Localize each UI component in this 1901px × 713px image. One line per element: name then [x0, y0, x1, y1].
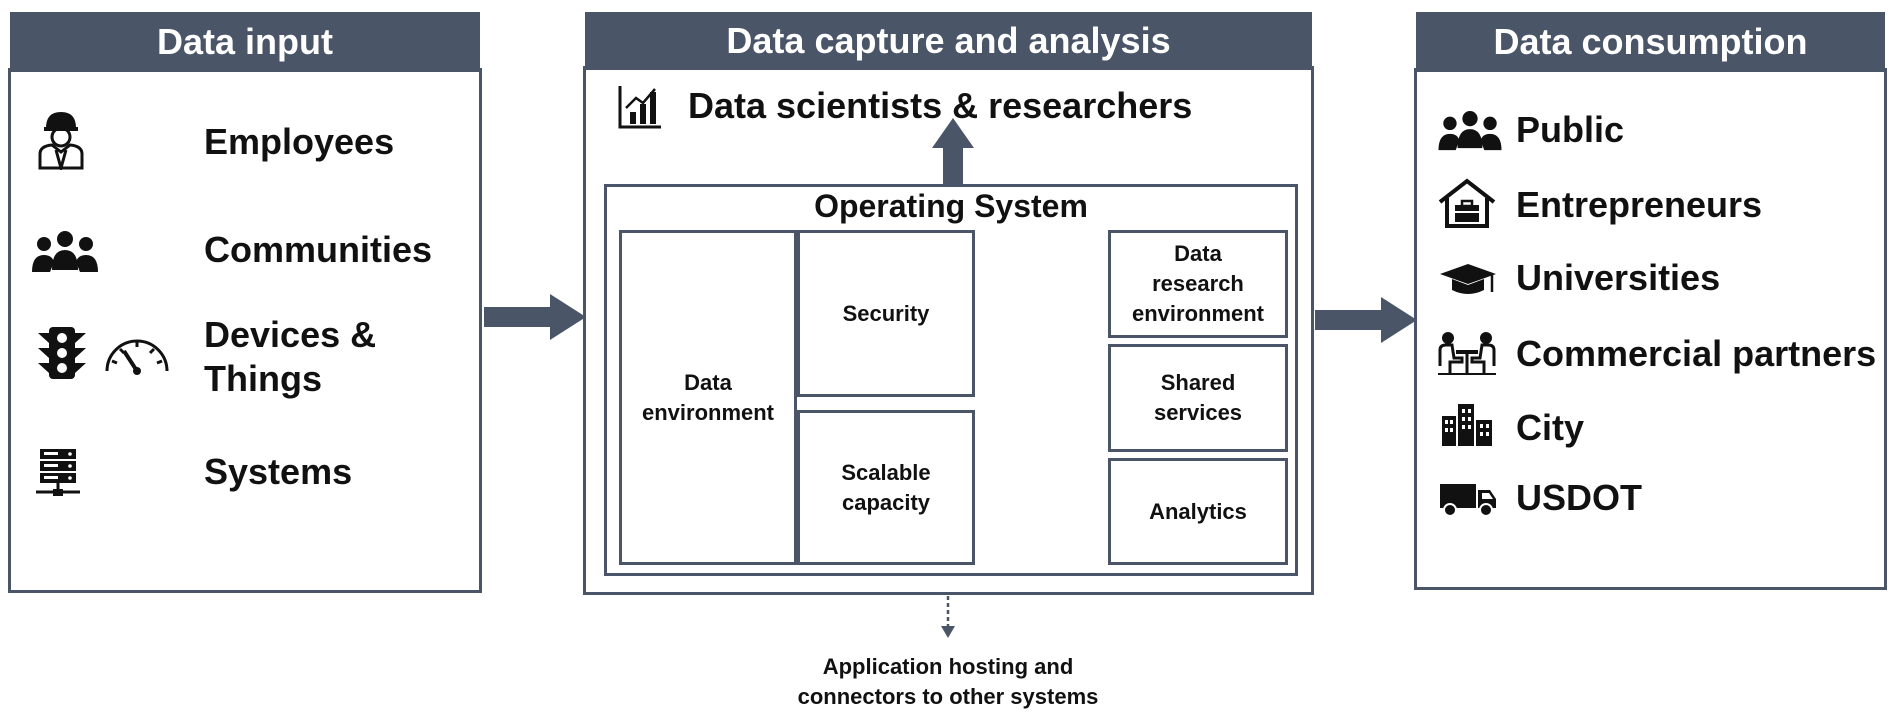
input-to-capture-arrow — [484, 294, 586, 340]
truck-icon — [1438, 480, 1498, 523]
security-box: Security — [797, 230, 975, 397]
input-item-label: Systems — [204, 451, 353, 492]
input-item-communities: Communities — [32, 229, 432, 279]
meeting-icon — [1436, 330, 1498, 381]
consumption-item-commercial-partners: Commercial partners — [1436, 330, 1876, 381]
input-item-devices: Devices & Things — [36, 314, 376, 399]
group-icon — [1438, 110, 1502, 157]
bar-chart-icon — [617, 84, 663, 135]
scalable-capacity-box: Scalable capacity — [797, 410, 975, 565]
consumption-item-entrepreneurs: Entrepreneurs — [1438, 178, 1762, 233]
shared-services-box: Shared services — [1108, 344, 1288, 452]
graduation-cap-icon — [1438, 262, 1498, 303]
data-environment-box: Data environment — [619, 230, 797, 565]
speedometer-icon — [102, 331, 172, 380]
input-item-employees: Employees — [36, 108, 394, 175]
data-capture-header: Data capture and analysis — [585, 12, 1312, 70]
capture-to-consumption-arrow — [1315, 297, 1417, 343]
scientists-label: Data scientists & researchers — [688, 85, 1193, 126]
traffic-light-icon — [36, 325, 88, 386]
buildings-icon — [1440, 402, 1494, 451]
operating-system-title: Operating System — [814, 188, 1088, 224]
input-item-label: Employees — [204, 121, 395, 162]
consumption-item-public: Public — [1438, 109, 1624, 157]
consumption-item-usdot: USDOT — [1438, 477, 1642, 523]
group-icon — [32, 230, 98, 279]
devices-label: Devices & Things — [204, 314, 377, 399]
construction-worker-icon — [36, 108, 86, 175]
application-hosting-label: Application hosting and connectors to ot… — [797, 654, 1099, 709]
house-briefcase-icon — [1438, 178, 1496, 233]
consumption-item-city: City — [1440, 402, 1584, 451]
input-item-systems: Systems — [34, 448, 352, 503]
data-research-environment-box: Data research environment — [1108, 230, 1288, 338]
os-to-scientists-arrow — [932, 118, 974, 186]
consumption-item-universities: Universities — [1438, 257, 1720, 303]
input-item-label: Communities — [204, 229, 433, 270]
analytics-box: Analytics — [1108, 458, 1288, 565]
data-consumption-header: Data consumption — [1416, 12, 1885, 72]
data-input-header: Data input — [10, 12, 480, 72]
data-input-panel — [8, 68, 482, 593]
hosting-dotted-arrow — [941, 596, 955, 638]
server-icon — [34, 448, 84, 503]
